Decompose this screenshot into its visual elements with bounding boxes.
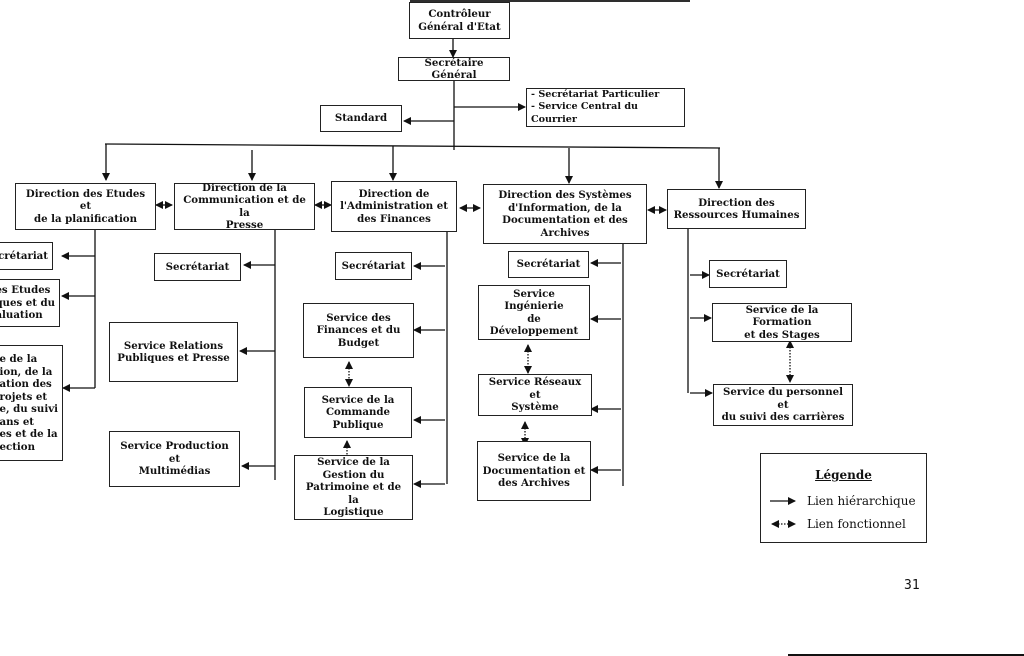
box-line: Service Ingénierie <box>504 287 564 313</box>
box-line: ques et du <box>0 296 55 309</box>
box-line: Système <box>511 401 559 414</box>
box-standard: Standard <box>320 105 402 132</box>
box-line: Général d'Etat <box>418 20 501 33</box>
box-line: du suivi des carrières <box>721 411 845 424</box>
functional-links-directions <box>155 201 667 214</box>
box-line: - Service Central du Courrier <box>531 101 638 125</box>
box-secretariat-particulier: - Secrétariat Particulier- Service Centr… <box>526 88 685 127</box>
box-line: des Finances <box>357 212 431 225</box>
box-line: Presse <box>225 219 264 231</box>
page-number: 31 <box>904 578 920 593</box>
box-line: de Développement <box>489 312 579 338</box>
box-line: Publique <box>332 418 384 431</box>
box-line: ans et <box>0 415 35 428</box>
box-line: Service de la Formation <box>745 303 819 329</box>
box-line: Patrimoine et de la <box>305 481 402 506</box>
box-line: aluation <box>0 309 43 322</box>
box-line: es Etudes <box>0 284 51 297</box>
legend: Légende Lien hiérarchique Lien fonctionn… <box>760 453 927 543</box>
box-line: l'Administration et <box>340 200 448 213</box>
box-line: Commande <box>325 406 391 419</box>
legend-title: Légende <box>815 468 872 482</box>
box-line: Service Production et <box>120 440 229 465</box>
box-secretaire-general: Secrétaire Général <box>398 57 510 81</box>
box-line: - Secrétariat Particulier <box>531 88 660 100</box>
box-line: Logistique <box>323 506 384 519</box>
d2-secretariat: Secrétariat <box>154 253 241 281</box>
box-line: Secrétariat <box>165 260 230 273</box>
box-line: Multimédias <box>138 465 211 478</box>
box-line: des Archives <box>498 477 570 490</box>
box-line: rojets et <box>0 390 48 403</box>
box-line: Secrétaire Général <box>424 56 484 82</box>
box-line: d'Information, de la <box>508 201 622 214</box>
legend-label: Lien fonctionnel <box>807 517 906 531</box>
box-line: Archives <box>540 226 590 239</box>
box-line: es et de la <box>0 428 58 440</box>
d3-secretariat: Secrétariat <box>335 252 412 280</box>
box-line: e, du suivi <box>0 403 58 415</box>
box-line: Standard <box>334 112 388 125</box>
box-line: Communication et de la <box>183 194 306 219</box>
box-line: Direction de <box>358 187 430 200</box>
box-line: Gestion du <box>322 468 385 481</box>
box-line: Direction de la <box>202 181 287 194</box>
box-line: Service des <box>326 311 391 324</box>
box-line: Publiques et Presse <box>117 352 230 364</box>
box-line: e de la <box>0 353 38 365</box>
box-line: Direction des Etudes et <box>25 187 146 213</box>
box-line: et des Stages <box>744 328 820 341</box>
box-line: ection <box>0 440 35 453</box>
box-line: Service de la <box>321 393 395 406</box>
box-line: Secrétariat <box>516 258 581 271</box>
d5-secretariat: Secrétariat <box>709 260 787 288</box>
box-line: Service Réseaux et <box>488 376 582 401</box>
d4-secretariat: Secrétariat <box>508 251 589 278</box>
box-line: Ressources Humaines <box>673 209 800 221</box>
box-line: ion, de la <box>0 365 53 378</box>
box-line: Service de la <box>497 452 571 465</box>
box-line: Secrétariat <box>716 267 780 280</box>
box-line: Finances et du <box>316 324 401 337</box>
box-line: Direction des <box>698 196 775 209</box>
box-line: ecrétariat <box>0 249 48 262</box>
box-line: Service du personnel et <box>723 386 843 411</box>
legend-label: Lien hiérarchique <box>807 494 916 508</box>
box-line: Documentation et des <box>502 214 628 226</box>
d1-secretariat: ecrétariat <box>0 242 53 270</box>
box-line: Contrôleur <box>428 8 491 20</box>
directions-bus <box>104 143 721 149</box>
box-line: Secrétariat <box>341 259 406 272</box>
box-line: Budget <box>337 336 380 349</box>
box-line: Service Relations <box>123 339 224 352</box>
page-bottom-rule <box>788 654 1024 656</box>
box-line: Direction des Systèmes <box>498 189 632 201</box>
box-line: Documentation et <box>482 464 586 477</box>
box-line: ation des <box>0 378 52 390</box>
box-line: Service de la <box>317 456 390 469</box>
box-line: de la planification <box>33 212 138 225</box>
